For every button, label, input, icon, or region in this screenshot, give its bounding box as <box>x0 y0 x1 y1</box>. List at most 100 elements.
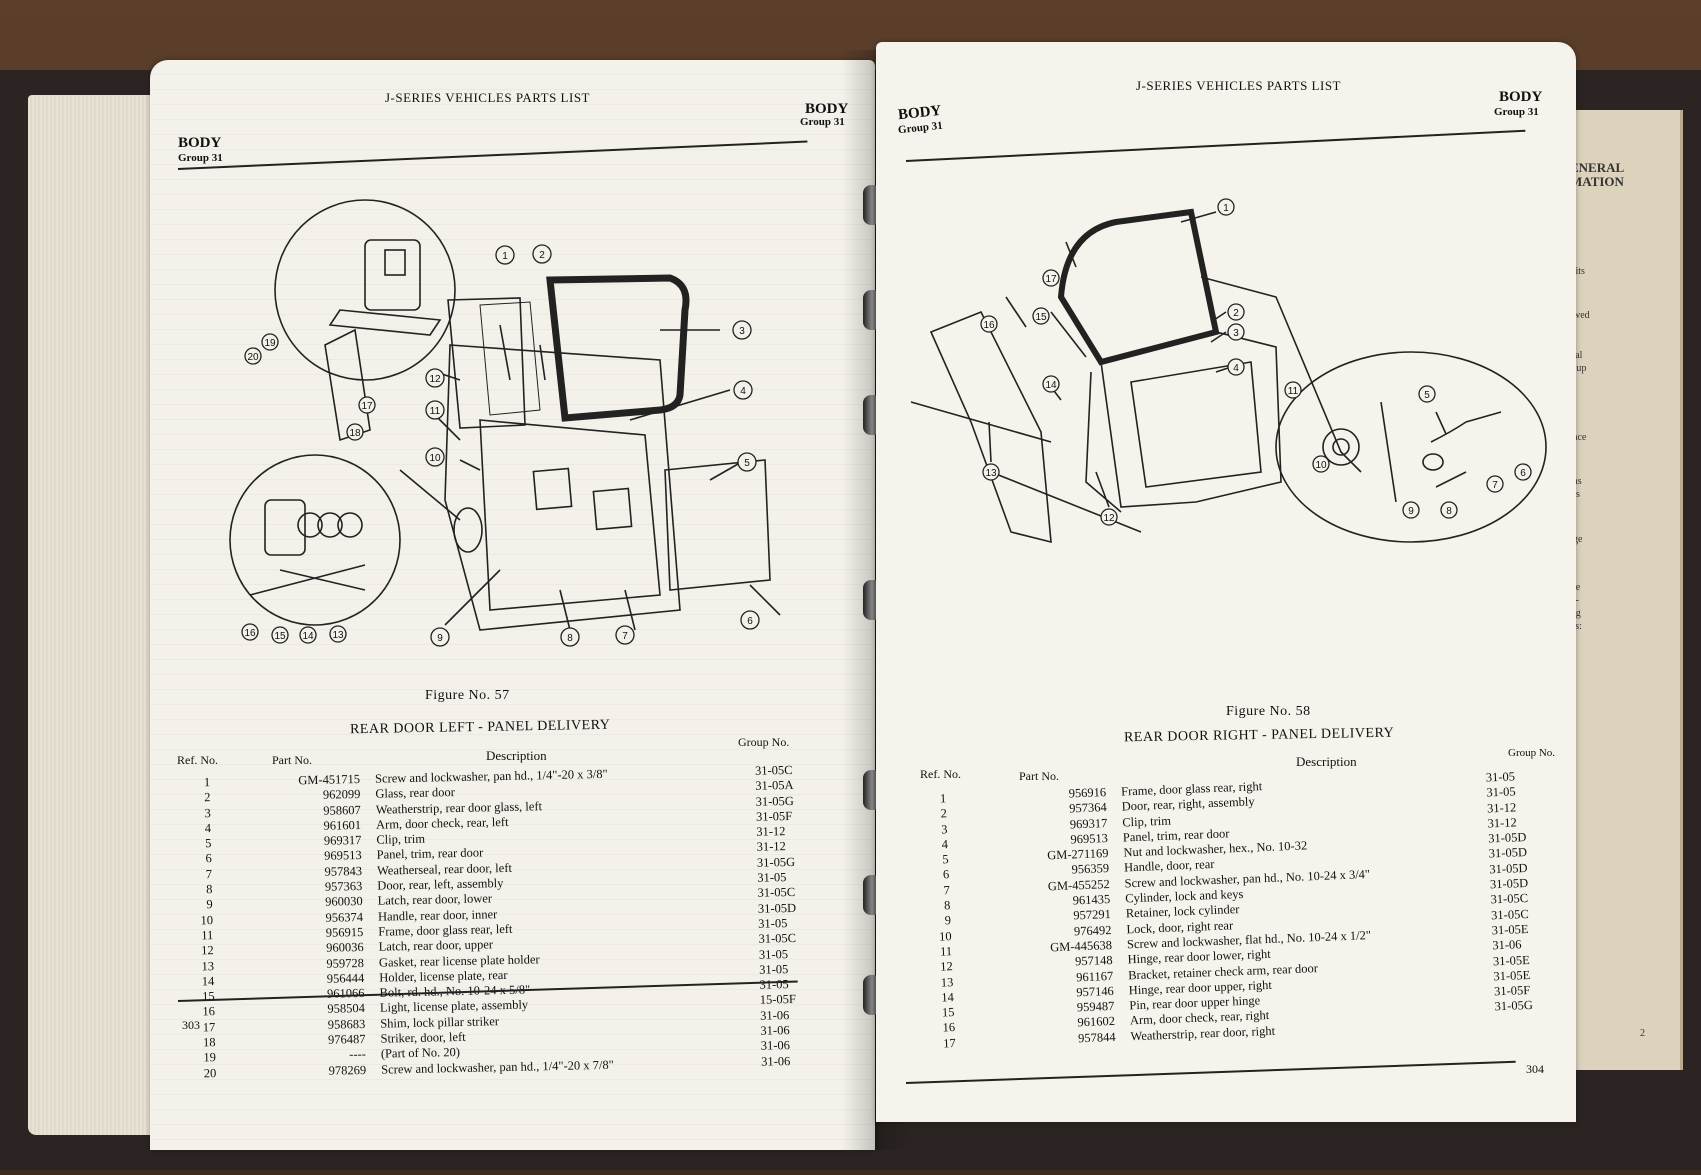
callout-9: 9 <box>437 633 443 644</box>
cell-part: 957363 <box>324 879 363 894</box>
callout-11: 11 <box>1288 386 1299 397</box>
cell-part: 960030 <box>325 894 363 910</box>
cell-ref: 9 <box>206 897 213 912</box>
callout-4: 4 <box>740 386 746 397</box>
callout-5: 5 <box>744 458 750 469</box>
cell-ref: 2 <box>940 806 948 821</box>
cell-group: 31-12 <box>756 839 786 855</box>
column-header-ref: Ref. No. <box>177 753 218 767</box>
page-number: 303 <box>182 1018 200 1032</box>
callout-2: 2 <box>1233 308 1239 319</box>
callout-15: 15 <box>274 631 286 642</box>
cell-group: 31-05C <box>754 762 793 778</box>
cell-ref: 12 <box>939 959 953 974</box>
column-header-description: Description <box>486 748 547 763</box>
cell-part: ---- <box>349 1047 367 1062</box>
cell-ref: 7 <box>205 866 213 882</box>
callout-14: 14 <box>302 631 314 642</box>
cell-ref: 7 <box>943 882 951 898</box>
right-page: BODY Group 31 J-SERIES VEHICLES PARTS LI… <box>876 42 1576 1122</box>
cell-part: 959728 <box>326 955 365 971</box>
figure-caption: Figure No. 57 <box>425 688 510 703</box>
cell-ref: 6 <box>942 867 950 882</box>
cell-ref: 3 <box>940 821 948 837</box>
cell-ref: 3 <box>204 805 211 820</box>
cell-ref: 8 <box>943 898 951 913</box>
cell-group: 31-05D <box>757 900 797 916</box>
header-rule <box>905 129 1526 162</box>
cell-part: 956915 <box>325 924 364 940</box>
cell-group: 31-12 <box>1487 815 1518 831</box>
column-header-group: Group No. <box>738 735 790 749</box>
callout-17: 17 <box>1045 274 1057 285</box>
column-header-part: Part No. <box>272 753 312 767</box>
section-label: BODY <box>178 135 222 151</box>
cell-ref: 13 <box>201 958 215 973</box>
cell-group: 31-05F <box>755 808 793 824</box>
door-exploded-diagram: 1 2 3 4 5 6 7 8 9 10 11 12 13 14 15 16 1… <box>910 198 1547 544</box>
cell-ref: 11 <box>201 928 214 943</box>
page-title: J-SERIES VEHICLES PARTS LIST <box>1136 78 1342 93</box>
cell-group: 31-05 <box>757 870 787 885</box>
cell-desc: Clip, trim <box>1122 813 1172 830</box>
callout-11: 11 <box>430 406 441 417</box>
callout-13: 13 <box>332 630 344 641</box>
back-page-heading-1: ENERAL <box>1570 160 1625 175</box>
callout-18: 18 <box>349 428 361 439</box>
callout-17: 17 <box>361 401 373 412</box>
callout-13: 13 <box>985 468 997 479</box>
cell-ref: 12 <box>201 943 214 958</box>
callout-9: 9 <box>1408 506 1414 517</box>
cell-group: 31-06 <box>760 1038 791 1054</box>
left-page: BODY Group 31 J-SERIES VEHICLES PARTS LI… <box>150 60 875 1150</box>
callout-12: 12 <box>1103 513 1115 524</box>
header-rule <box>177 140 808 170</box>
cell-ref: 6 <box>205 851 212 866</box>
section-label-right: BODY <box>805 101 849 117</box>
callout-6: 6 <box>1520 468 1526 479</box>
callout-14: 14 <box>1045 380 1057 391</box>
callout-10: 10 <box>429 453 441 464</box>
column-header-ref: Ref. No. <box>920 767 961 781</box>
column-header-group: Group No. <box>1508 747 1556 759</box>
cell-ref: 18 <box>202 1035 216 1050</box>
cell-part: 958607 <box>323 802 361 818</box>
cell-group: 31-05C <box>1490 891 1529 907</box>
cell-ref: 8 <box>205 882 213 897</box>
callout-20: 20 <box>247 352 259 363</box>
cell-ref: 2 <box>204 790 211 805</box>
cell-group: 31-05C <box>757 885 796 901</box>
cell-part: 978269 <box>328 1062 367 1078</box>
callout-12: 12 <box>429 374 441 385</box>
cell-desc: Clip, trim <box>376 831 426 847</box>
cell-group: 31-05D <box>1489 860 1528 877</box>
cell-group: 31-05 <box>758 916 788 931</box>
page-title: J-SERIES VEHICLES PARTS LIST <box>385 90 591 105</box>
cell-group: 31-05 <box>759 961 789 977</box>
cell-group: 31-06 <box>760 1053 791 1069</box>
cell-ref: 14 <box>941 989 955 1005</box>
cell-group: 31-05D <box>1489 876 1529 892</box>
cell-ref: 1 <box>203 775 211 790</box>
callout-8: 8 <box>567 633 573 644</box>
cell-ref: 15 <box>201 989 215 1004</box>
callout-10: 10 <box>1315 460 1327 471</box>
cell-part: GM-451715 <box>298 772 361 788</box>
cell-group: 31-06 <box>759 1007 790 1023</box>
group-label-right: Group 31 <box>1494 106 1539 118</box>
page-number: 304 <box>1526 1062 1544 1076</box>
cell-part: 976487 <box>327 1032 366 1047</box>
back-page-snippet: owed <box>1568 310 1590 321</box>
cell-ref: 20 <box>203 1065 217 1080</box>
cell-group: 31-05D <box>1487 830 1527 846</box>
cell-group: 31-05C <box>1490 906 1529 923</box>
figure-caption: Figure No. 58 <box>1226 704 1311 719</box>
cell-group: 31-05G <box>1494 998 1534 1014</box>
cell-ref: 19 <box>203 1050 217 1065</box>
cell-part: 969513 <box>324 848 362 864</box>
cell-ref: 5 <box>205 836 212 851</box>
cell-group: 31-05 <box>759 977 789 992</box>
cell-group: 31-05 <box>758 946 789 962</box>
cell-group: 31-05E <box>1493 967 1531 984</box>
